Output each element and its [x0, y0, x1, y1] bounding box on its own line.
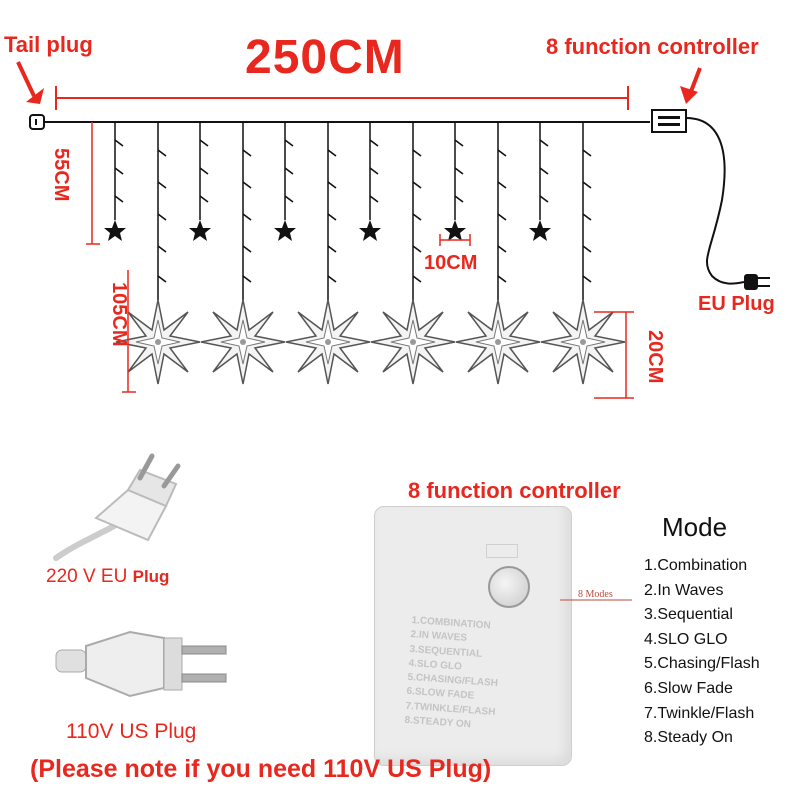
long-strands	[157, 122, 584, 300]
controller-arrow-icon	[680, 67, 702, 104]
tail-plug-label: Tail plug	[4, 32, 93, 57]
mode-item: 1.Combination	[644, 557, 748, 574]
width-dimension	[55, 86, 629, 110]
controller-label-top: 8 function controller	[546, 34, 759, 59]
controller-printed-modes: 1.COMBINATION 2.IN WAVES 3.SEQUENTIAL 4.…	[404, 614, 499, 731]
plug-220-label: 220 V EU Plug	[46, 566, 169, 588]
mode-item: 5.Chasing/Flash	[644, 655, 760, 673]
mode-button[interactable]	[488, 566, 530, 608]
curtain-diagram	[16, 61, 770, 399]
long-drop-dimension	[122, 270, 136, 393]
eu-plug-label: EU Plug	[698, 293, 775, 315]
mode-item: 2.In Waves	[644, 581, 724, 599]
bulbs	[114, 139, 592, 283]
eu-cable	[685, 117, 745, 285]
us-plug-illustration-icon	[55, 630, 227, 698]
big-stars	[115, 299, 626, 385]
spacing-dimension	[439, 234, 471, 246]
mode-list: 1.Combination 2.In Waves 3.Sequential 4.…	[644, 554, 760, 751]
mode-item: 3.Sequential	[644, 606, 733, 624]
plug-220-suffix: Plug	[132, 567, 170, 586]
tail-plug-icon	[29, 114, 45, 130]
modes-tag: 8 Modes	[578, 589, 613, 600]
width-label: 250CM	[245, 31, 405, 84]
plug-110-label: 110V US Plug	[66, 720, 197, 743]
eu-plug-illustration-icon	[53, 453, 181, 561]
star-size-label: 20CM	[644, 330, 666, 384]
controller-box-icon	[651, 109, 687, 133]
short-strands	[114, 122, 541, 220]
eu-plug-icon	[744, 274, 770, 290]
plug-note: (Please note if you need 110V US Plug)	[30, 755, 492, 783]
mode-item: 8.Steady On	[644, 729, 733, 747]
modes-pointer	[560, 599, 632, 601]
spacing-label: 10CM	[424, 252, 478, 274]
plug-220-voltage: 220 V EU	[46, 566, 128, 587]
star-size-dimension	[594, 311, 634, 399]
long-drop-label: 105CM	[108, 282, 130, 347]
small-stars	[104, 220, 551, 241]
short-drop-dimension	[86, 122, 100, 245]
controller-label-mid: 8 function controller	[408, 478, 621, 503]
mode-item: 7.Twinkle/Flash	[644, 704, 755, 722]
short-drop-label: 55CM	[50, 148, 72, 202]
mode-item: 6.Slow Fade	[644, 679, 733, 697]
mode-item: 4.SLO GLO	[644, 630, 728, 648]
tail-arrow-icon	[16, 61, 44, 104]
controller-body	[374, 506, 572, 766]
controller-brand-plate	[486, 544, 518, 558]
mode-title: Mode	[662, 512, 728, 542]
